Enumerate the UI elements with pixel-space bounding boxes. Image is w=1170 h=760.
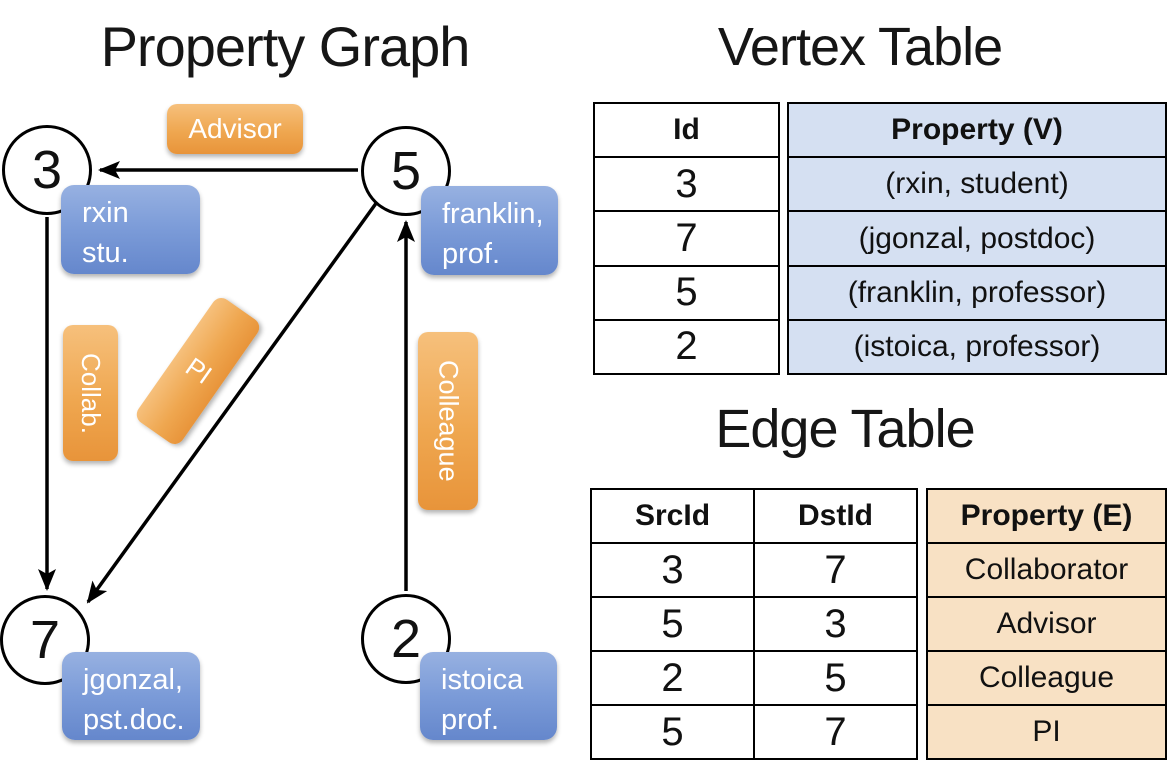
- vertex-table-title: Vertex Table: [717, 17, 1003, 77]
- property-line: prof.: [442, 238, 501, 271]
- node-id-label: 3: [31, 140, 63, 200]
- table-row: (franklin, professor): [789, 264, 1165, 319]
- cell-dstid: 7: [753, 544, 916, 596]
- table-row: 7: [595, 210, 778, 264]
- table-row: 5: [595, 264, 778, 319]
- property-graph-title: Property Graph: [100, 15, 471, 78]
- node-id-label: 5: [390, 141, 422, 201]
- table-row: 5 3: [592, 596, 916, 650]
- table-row: 2: [595, 318, 778, 373]
- property-line: istoica: [441, 664, 524, 696]
- table-row: 3: [595, 156, 778, 210]
- cell-id: 5: [675, 270, 698, 315]
- header-text: DstId: [798, 499, 873, 532]
- table-row: (istoica, professor): [789, 318, 1165, 373]
- table-row: 5 7: [592, 704, 916, 758]
- property-line: pst.doc.: [83, 704, 185, 737]
- header-text: Property (E): [960, 499, 1133, 532]
- cell-property: Colleague: [978, 661, 1115, 694]
- edge-table-id-columns: SrcId DstId 3 7 5 3 2 5 5 7: [590, 488, 918, 760]
- cell-property: Collaborator: [964, 553, 1129, 586]
- edge-label-text: Advisor: [188, 113, 282, 144]
- column-header-id: Id: [595, 104, 778, 156]
- edge-label-collab: Collab.: [63, 325, 118, 461]
- table-row: (rxin, student): [789, 156, 1165, 210]
- vertex-property-box-jgonzal: jgonzal, pst.doc.: [62, 652, 200, 740]
- property-line: rxin: [82, 197, 129, 229]
- cell-srcid: 5: [661, 601, 684, 646]
- header-text: SrcId: [634, 499, 711, 532]
- graph-node-5: 5: [361, 126, 451, 216]
- cell-id: 7: [675, 216, 698, 260]
- cell-property: Advisor: [996, 607, 1097, 640]
- edge-label-text: Colleague: [433, 360, 464, 482]
- vertex-property-box-istoica: istoica prof.: [420, 652, 557, 740]
- cell-srcid: 5: [661, 709, 684, 754]
- cell-dstid: 5: [753, 652, 916, 704]
- table-row: (jgonzal, postdoc): [789, 210, 1165, 264]
- vertex-property-box-rxin: rxin stu.: [61, 185, 200, 274]
- column-header-property-v: Property (V): [789, 104, 1165, 156]
- node-id-label: 2: [390, 609, 422, 669]
- cell-id: 2: [675, 324, 698, 369]
- edge-label-text: PI: [179, 351, 217, 390]
- edge-table-title: Edge Table: [715, 399, 975, 459]
- edge-label-advisor: Advisor: [167, 104, 303, 154]
- graph-node-2: 2: [361, 594, 451, 684]
- edge-pi-5-to-7: [86, 200, 379, 604]
- property-line: stu.: [82, 237, 129, 270]
- column-header-property-e: Property (E): [928, 490, 1165, 542]
- vertex-table-property-column: Property (V) (rxin, student) (jgonzal, p…: [787, 102, 1167, 375]
- cell-property: (rxin, student): [885, 167, 1069, 201]
- cell-dstid: 7: [753, 706, 916, 758]
- cell-id: 3: [675, 161, 698, 206]
- table-row: 3 7: [592, 542, 916, 596]
- table-row: Advisor: [928, 596, 1165, 650]
- property-line: prof.: [441, 704, 500, 737]
- table-row: Colleague: [928, 650, 1165, 704]
- header-text: Id: [673, 113, 700, 147]
- cell-srcid: 3: [661, 547, 684, 592]
- cell-property: (franklin, professor): [847, 275, 1107, 309]
- cell-property: (jgonzal, postdoc): [858, 221, 1096, 255]
- edge-label-colleague: Colleague: [418, 332, 478, 510]
- edge-table-property-column: Property (E) Collaborator Advisor Collea…: [926, 488, 1167, 760]
- cell-property: PI: [1032, 715, 1061, 748]
- cell-dstid: 3: [753, 598, 916, 650]
- column-headers-src-dst: SrcId DstId: [592, 490, 916, 542]
- column-header-dstid: DstId: [753, 490, 916, 542]
- property-line: jgonzal,: [83, 664, 183, 696]
- node-id-label: 7: [29, 610, 61, 670]
- table-row: Collaborator: [928, 542, 1165, 596]
- cell-srcid: 2: [661, 655, 684, 700]
- table-row: PI: [928, 704, 1165, 758]
- cell-property: (istoica, professor): [853, 329, 1101, 363]
- table-row: 2 5: [592, 650, 916, 704]
- vertex-property-box-franklin: franklin, prof.: [421, 186, 558, 275]
- header-text: Property (V): [891, 113, 1063, 147]
- graph-edges: [38, 161, 415, 604]
- edge-label-text: Collab.: [76, 352, 106, 434]
- column-header-srcid: SrcId: [592, 490, 753, 542]
- property-line: franklin,: [442, 198, 544, 230]
- vertex-table-id-column: Id 3 7 5 2: [593, 102, 780, 375]
